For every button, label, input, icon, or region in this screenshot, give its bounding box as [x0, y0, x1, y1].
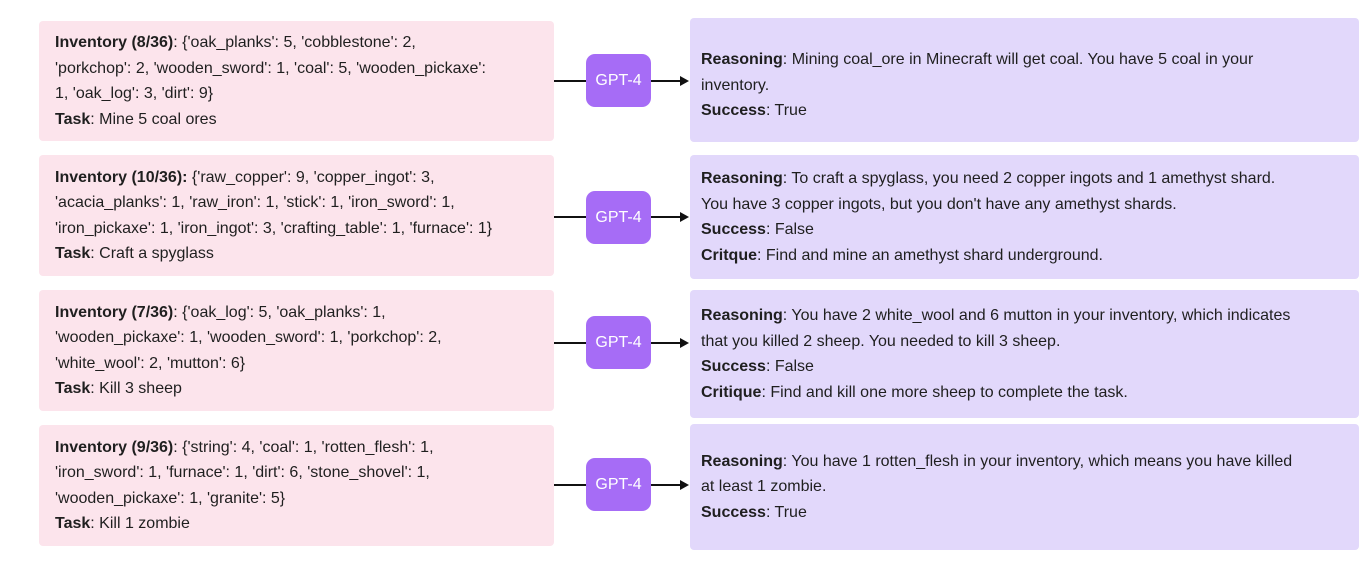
inventory-label: Inventory (7/36) — [55, 303, 174, 321]
reasoning-text: : You have 1 rotten_flesh in your invent… — [782, 452, 1293, 470]
output-box-3: Reasoning: You have 2 white_wool and 6 m… — [690, 290, 1359, 418]
reasoning-label: Reasoning — [701, 51, 783, 68]
task-text: : Mine 5 coal ores — [90, 110, 217, 128]
input-box-4: Inventory (9/36): {'string': 4, 'coal': … — [39, 425, 554, 546]
task-label: Task — [55, 245, 91, 262]
success-text: : False — [765, 358, 814, 375]
arrow-head-icon — [680, 76, 689, 86]
arrow-head-icon — [680, 480, 689, 490]
task-text: : Craft a spyglass — [90, 245, 214, 262]
reasoning-label: Reasoning — [701, 452, 783, 470]
task-text: : Kill 3 sheep — [90, 380, 182, 397]
inventory-text: : {'oak_planks': 5, 'cobblestone': 2, — [173, 34, 416, 51]
output-box-1: Reasoning: Mining coal_ore in Minecraft … — [690, 18, 1359, 142]
critique-label: Critque — [701, 246, 757, 264]
inventory-label: Inventory (8/36) — [55, 34, 174, 51]
input-box-3: Inventory (7/36): {'oak_log': 5, 'oak_pl… — [39, 290, 554, 411]
inventory-text: 'acacia_planks': 1, 'raw_iron': 1, 'stic… — [55, 194, 455, 211]
connector-line — [651, 216, 681, 218]
connector-line — [554, 484, 586, 486]
success-label: Success — [701, 221, 766, 238]
gpt-4-node: GPT-4 — [586, 316, 651, 369]
connector-line — [651, 80, 681, 82]
connector-line — [651, 342, 681, 344]
task-text: : Kill 1 zombie — [90, 515, 190, 532]
success-label: Success — [701, 358, 766, 375]
reasoning-label: Reasoning — [701, 307, 783, 324]
success-label: Success — [701, 503, 766, 521]
inventory-label: Inventory (9/36) — [55, 438, 174, 456]
critique-text: : Find and mine an amethyst shard underg… — [757, 246, 1103, 264]
inventory-label: Inventory (10/36): — [55, 168, 188, 186]
reasoning-text: : Mining coal_ore in Minecraft will get … — [782, 51, 1254, 68]
inventory-text: : {'string': 4, 'coal': 1, 'rotten_flesh… — [173, 438, 434, 456]
arrow-head-icon — [680, 338, 689, 348]
connector-line — [554, 216, 586, 218]
reasoning-text: that you killed 2 sheep. You needed to k… — [701, 332, 1061, 350]
connector-line — [651, 484, 681, 486]
inventory-text: 'iron_sword': 1, 'furnace': 1, 'dirt': 6… — [55, 464, 430, 481]
reasoning-text: at least 1 zombie. — [701, 478, 827, 496]
gpt-4-node: GPT-4 — [586, 458, 651, 511]
output-box-4: Reasoning: You have 1 rotten_flesh in yo… — [690, 424, 1359, 550]
inventory-text: 'wooden_pickaxe': 1, 'wooden_sword': 1, … — [55, 329, 442, 346]
inventory-text: {'raw_copper': 9, 'copper_ingot': 3, — [187, 168, 435, 186]
output-box-2: Reasoning: To craft a spyglass, you need… — [690, 155, 1359, 279]
gpt-4-node: GPT-4 — [586, 191, 651, 244]
inventory-text: 'porkchop': 2, 'wooden_sword': 1, 'coal'… — [55, 59, 486, 77]
gpt-4-node: GPT-4 — [586, 54, 651, 107]
inventory-text: 1, 'oak_log': 3, 'dirt': 9} — [55, 85, 214, 102]
arrow-head-icon — [680, 212, 689, 222]
critique-label: Critique — [701, 383, 762, 401]
success-label: Success — [701, 102, 766, 119]
inventory-text: 'white_wool': 2, 'mutton': 6} — [55, 354, 246, 372]
input-box-2: Inventory (10/36): {'raw_copper': 9, 'co… — [39, 155, 554, 276]
reasoning-text: : You have 2 white_wool and 6 mutton in … — [782, 307, 1291, 324]
task-label: Task — [55, 380, 91, 397]
critique-text: : Find and kill one more sheep to comple… — [761, 383, 1128, 401]
task-label: Task — [55, 110, 91, 128]
inventory-text: : {'oak_log': 5, 'oak_planks': 1, — [173, 303, 386, 321]
reasoning-text: You have 3 copper ingots, but you don't … — [701, 195, 1177, 213]
connector-line — [554, 80, 586, 82]
input-box-1: Inventory (8/36): {'oak_planks': 5, 'cob… — [39, 21, 554, 141]
inventory-text: 'wooden_pickaxe': 1, 'granite': 5} — [55, 489, 286, 507]
success-text: : True — [765, 102, 807, 119]
success-text: : True — [765, 503, 807, 521]
task-label: Task — [55, 515, 91, 532]
reasoning-text: inventory. — [701, 76, 770, 94]
reasoning-label: Reasoning — [701, 170, 783, 187]
success-text: : False — [765, 221, 814, 238]
inventory-text: 'iron_pickaxe': 1, 'iron_ingot': 3, 'cra… — [55, 219, 493, 237]
connector-line — [554, 342, 586, 344]
reasoning-text: : To craft a spyglass, you need 2 copper… — [782, 170, 1276, 187]
